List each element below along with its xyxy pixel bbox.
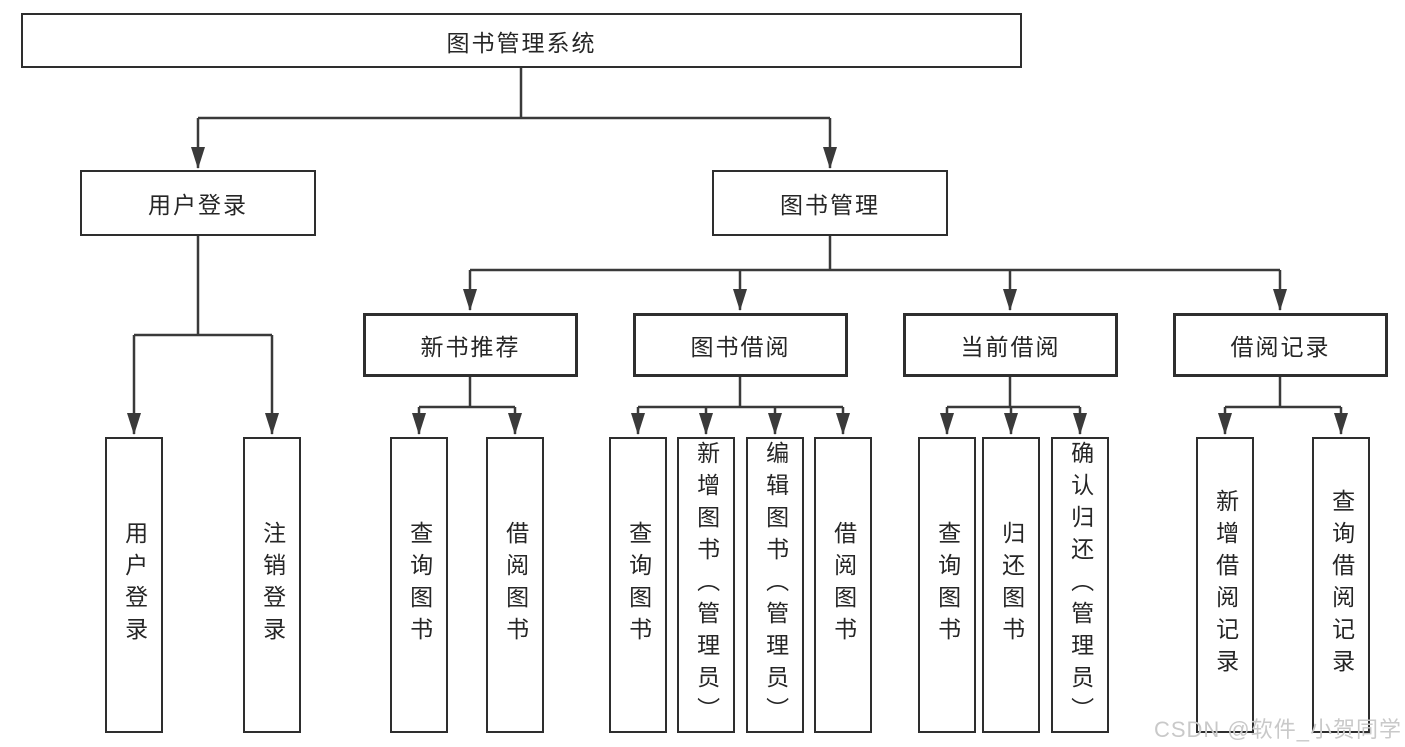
node-current-borrow: 当前借阅 <box>903 313 1118 377</box>
node-user-login: 用户登录 <box>80 170 316 236</box>
node-label: 查询图书 <box>934 521 961 649</box>
watermark: CSDN @软件_小贺同学 <box>1153 717 1402 742</box>
node-label: 图书管理 <box>780 192 880 218</box>
node-label: 查询图书 <box>406 521 433 649</box>
node-leaf-logout: 注销登录 <box>243 437 301 733</box>
node-leaf-user-login: 用户登录 <box>105 437 163 733</box>
node-label: 查询图书 <box>625 521 652 649</box>
node-label: 借阅图书 <box>502 521 529 649</box>
node-leaf-add-book-admin: 新增图书（管理员） <box>677 437 735 733</box>
node-label: 图书借阅 <box>690 334 791 360</box>
node-leaf-return-books: 归还图书 <box>982 437 1040 733</box>
node-label: 查询借阅记录 <box>1328 489 1355 681</box>
node-leaf-borrow-books-recommend: 借阅图书 <box>486 437 544 733</box>
node-root-label: 图书管理系统 <box>446 29 597 56</box>
node-leaf-edit-book-admin: 编辑图书（管理员） <box>746 437 804 733</box>
node-leaf-query-books-borrow: 查询图书 <box>609 437 667 733</box>
node-leaf-query-books-recommend: 查询图书 <box>390 437 448 733</box>
node-leaf-query-books-current: 查询图书 <box>918 437 976 733</box>
node-label: 归还图书 <box>998 521 1025 649</box>
node-label: 用户登录 <box>148 192 248 218</box>
node-label: 当前借阅 <box>960 334 1061 360</box>
node-leaf-add-borrow-record: 新增借阅记录 <box>1196 437 1254 733</box>
node-label: 注销登录 <box>259 521 286 649</box>
node-label: 借阅记录 <box>1230 334 1331 360</box>
node-label: 用户登录 <box>121 521 148 649</box>
connector-rails <box>134 68 1341 409</box>
node-root: 图书管理系统 <box>21 13 1022 68</box>
node-new-book-recommend: 新书推荐 <box>363 313 578 377</box>
node-label: 借阅图书 <box>830 521 857 649</box>
node-borrow-records: 借阅记录 <box>1173 313 1388 377</box>
node-label: 新书推荐 <box>420 334 521 360</box>
node-label: 编辑图书（管理员） <box>762 441 789 729</box>
node-leaf-borrow-books: 借阅图书 <box>814 437 872 733</box>
node-leaf-query-borrow-record: 查询借阅记录 <box>1312 437 1370 733</box>
connector-arrows <box>127 118 1348 435</box>
node-book-management: 图书管理 <box>712 170 948 236</box>
node-book-borrow: 图书借阅 <box>633 313 848 377</box>
node-leaf-confirm-return-admin: 确认归还（管理员） <box>1051 437 1109 733</box>
node-label: 确认归还（管理员） <box>1067 441 1094 729</box>
node-label: 新增借阅记录 <box>1212 489 1239 681</box>
node-label: 新增图书（管理员） <box>693 441 720 729</box>
